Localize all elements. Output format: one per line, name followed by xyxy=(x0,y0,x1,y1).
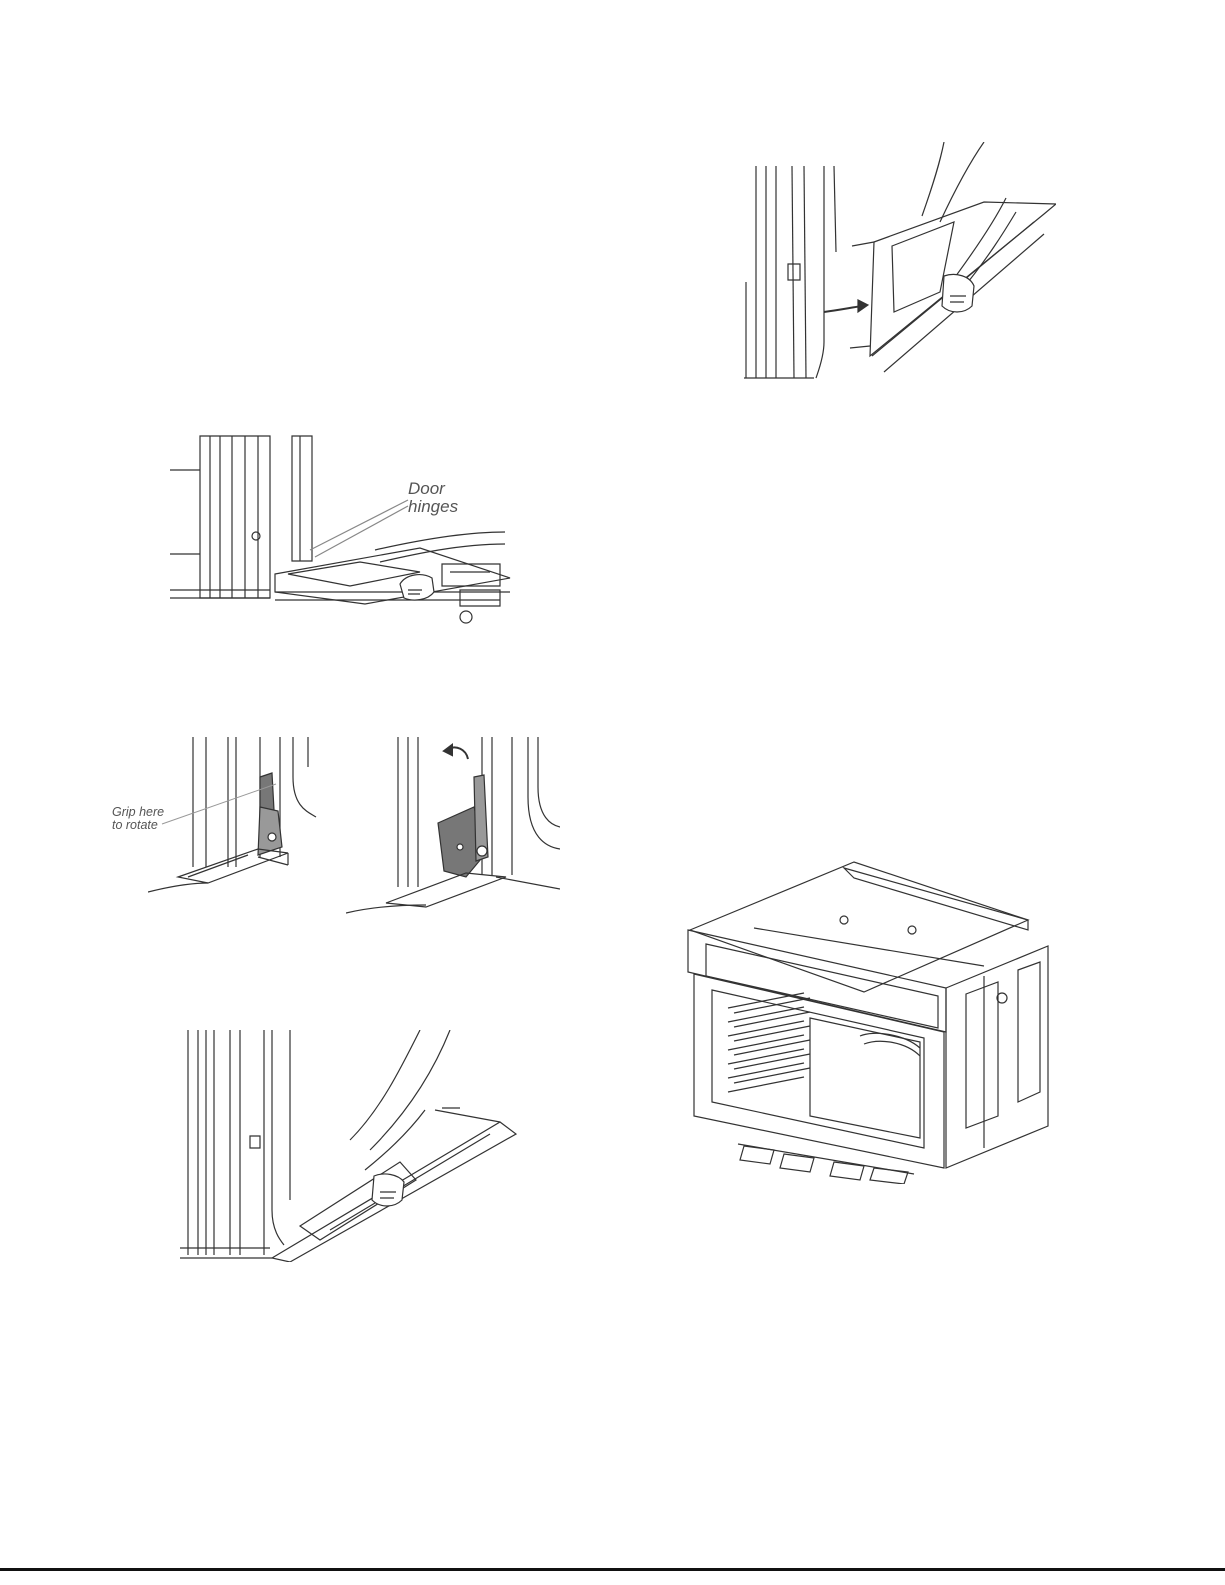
door-hinges-illustration xyxy=(170,432,515,627)
hand-icon xyxy=(938,272,978,316)
door-lowering-figure xyxy=(180,1030,520,1262)
hinge-latch-illustration-right xyxy=(346,737,560,915)
door-removal-illustration xyxy=(744,142,1056,382)
oven-cavity-figure xyxy=(684,858,1056,1184)
hinge-latch-figure-right xyxy=(346,737,560,915)
door-hinges-label: Door hinges xyxy=(408,480,458,516)
door-hinges-figure xyxy=(170,432,515,627)
grip-pointer-line xyxy=(160,780,280,830)
grip-rotate-label-line2: to rotate xyxy=(112,819,164,832)
door-lowering-illustration xyxy=(180,1030,520,1262)
door-hinges-label-line2: hinges xyxy=(408,498,458,516)
hand-icon xyxy=(398,570,436,604)
arrow-icon xyxy=(442,741,472,763)
footer-rule xyxy=(0,1568,1225,1571)
door-removal-figure xyxy=(744,142,1056,382)
door-hinges-label-line1: Door xyxy=(408,480,458,498)
oven-cavity-illustration xyxy=(684,858,1056,1184)
hand-icon xyxy=(368,1170,408,1210)
grip-rotate-label: Grip here to rotate xyxy=(112,806,164,832)
